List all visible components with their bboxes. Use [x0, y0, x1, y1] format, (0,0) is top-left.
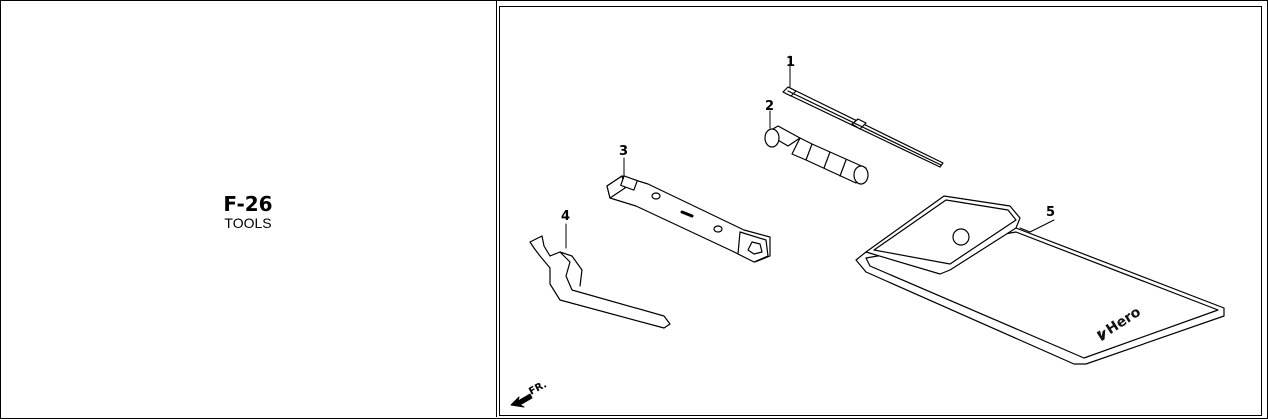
ref-label-2: 2	[765, 99, 774, 114]
ref-label-3: 3	[619, 144, 628, 159]
ref-label-4: 4	[561, 209, 570, 224]
front-direction-label: FR.	[527, 379, 549, 397]
part-1-screwdriver-bit	[782, 55, 944, 168]
ref-label-1: 1	[786, 55, 795, 70]
figure-name: TOOLS	[224, 215, 272, 231]
ref-label-5: 5	[1046, 205, 1055, 220]
part-5-tool-pouch	[855, 195, 1225, 365]
part-4-hook-spanner	[529, 223, 671, 329]
title-block: F-26 TOOLS	[0, 193, 496, 231]
figure-code: F-26	[223, 192, 273, 216]
diagram-panel	[499, 6, 1262, 416]
part-3-box-spanner	[606, 157, 771, 263]
title-cell	[1, 1, 497, 417]
front-direction-arrow-icon	[510, 393, 533, 408]
part-2-screwdriver-handle	[764, 110, 869, 185]
